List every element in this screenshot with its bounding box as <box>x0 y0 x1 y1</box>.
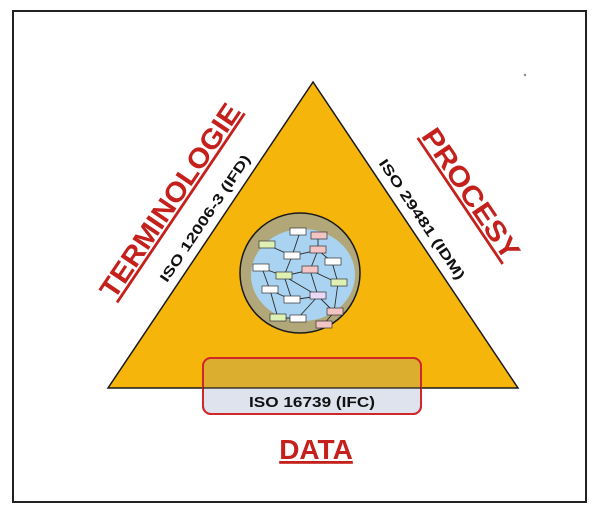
iso-16739-label: ISO 16739 (IFC) <box>249 394 375 411</box>
stray-dot <box>523 73 527 77</box>
ifc-box <box>202 357 422 415</box>
network-nodes <box>252 227 348 329</box>
data-title: DATA <box>279 434 353 465</box>
network-circle <box>239 212 361 334</box>
